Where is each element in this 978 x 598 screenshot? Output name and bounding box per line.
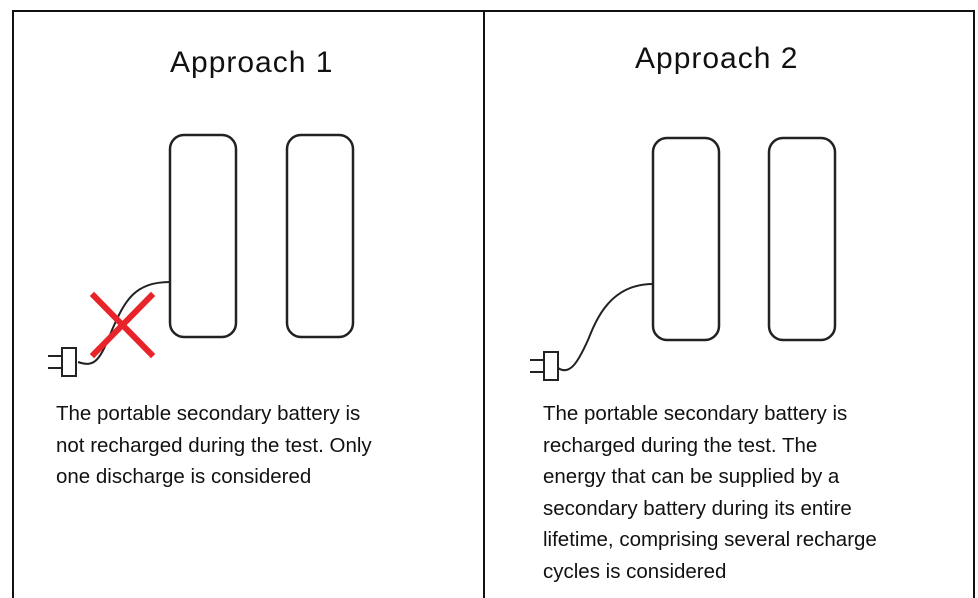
description-line: lifetime, comprising several recharge [543, 528, 877, 551]
description-line: not recharged during the test. Only [56, 433, 372, 457]
battery-icon [651, 136, 721, 342]
battery-icon [168, 133, 238, 339]
plug-icon [530, 351, 559, 381]
description-line: one discharge is considered [56, 465, 312, 488]
cable [77, 281, 171, 365]
panel2-title: Approach 2 [635, 42, 799, 75]
panel-divider [483, 10, 485, 598]
cross-icon [89, 291, 156, 359]
battery-icon [285, 133, 355, 339]
description-line: energy that can be supplied by a [543, 465, 840, 488]
description-line: secondary battery during its entire [543, 496, 852, 520]
diagram-frame [12, 10, 975, 598]
plug-icon [48, 347, 77, 377]
description-line: recharged during the test. The [543, 433, 818, 457]
description-line: cycles is considered [543, 559, 727, 583]
battery-icon [767, 136, 837, 342]
panel1-description: The portable secondary battery is not re… [56, 398, 372, 493]
cable [557, 283, 654, 372]
description-line: The portable secondary battery is [56, 402, 361, 425]
panel1-title: Approach 1 [170, 46, 334, 79]
panel2-description: The portable secondary battery is rechar… [543, 398, 877, 587]
description-line: The portable secondary battery is [543, 402, 848, 425]
